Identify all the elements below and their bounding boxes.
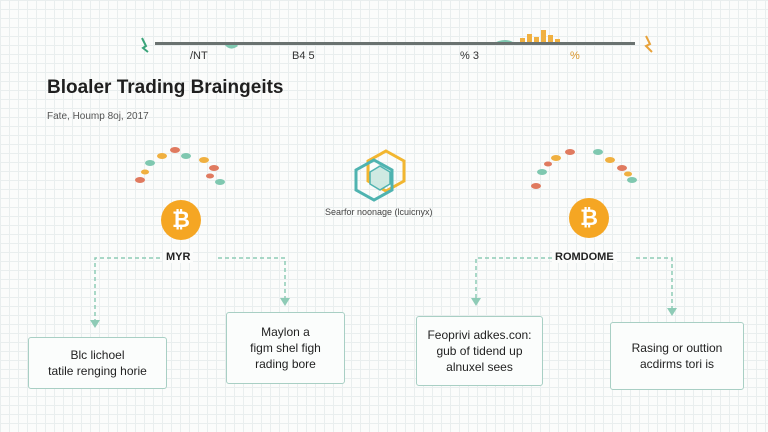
- left-card-1: Blc lichoel tatile renging horie: [28, 337, 167, 389]
- left-leaf-wreath-icon: [135, 147, 225, 185]
- timeline-mark-2: B4 5: [292, 50, 315, 62]
- right-bitcoin-icon: ₿: [569, 198, 609, 238]
- page-subtitle: Fate, Hoump 8oj, 2017: [47, 111, 149, 122]
- right-card-2-line-1: Rasing or outtion: [631, 341, 723, 355]
- right-card-1-line-2: gub of tidend up: [436, 344, 523, 358]
- right-connectors: [475, 257, 673, 310]
- left-card-1-line-2: tatile renging horie: [48, 364, 147, 378]
- right-card-1: Feoprivi adkes.con: gub of tidend up aln…: [416, 316, 543, 386]
- right-node-label: ROMDOME: [552, 251, 617, 263]
- timeline-mark-1: /NT: [190, 50, 208, 62]
- mini-bar-icon: [520, 30, 560, 44]
- left-connectors: [94, 257, 286, 322]
- right-card-2-line-2: acdirms tori is: [639, 357, 714, 371]
- left-card-1-line-1: Blc lichoel: [70, 348, 125, 362]
- left-card-2-line-2: figm shel figh: [250, 341, 321, 355]
- left-card-2-line-3: rading bore: [255, 357, 316, 371]
- left-bar-tick-icon: [141, 37, 149, 53]
- right-card-1-line-1: Feoprivi adkes.con:: [427, 328, 532, 342]
- right-card-1-line-3: alnuxel sees: [446, 360, 513, 374]
- right-card-2: Rasing or outtion acdirms tori is: [610, 322, 744, 390]
- left-card-2: Maylon a figm shel figh rading bore: [226, 312, 345, 384]
- left-card-2-line-1: Maylon a: [261, 325, 310, 339]
- right-bar-tick-icon: [644, 35, 653, 53]
- center-label: Searfor noonage (lcuicnyx): [325, 207, 433, 217]
- timeline-mark-4: %: [570, 50, 580, 62]
- hexagon-logo-icon: [354, 149, 406, 202]
- timeline-bar: [155, 42, 635, 45]
- left-bitcoin-icon: ₿: [161, 200, 201, 240]
- timeline-mark-3: % 3: [460, 50, 479, 62]
- left-arrowheads: [90, 298, 290, 328]
- page-title: Bloaler Trading Braingeits: [47, 77, 284, 98]
- right-leaf-wreath-icon: [531, 149, 637, 189]
- right-arrowheads: [471, 298, 677, 316]
- left-node-label: MYR: [163, 251, 194, 263]
